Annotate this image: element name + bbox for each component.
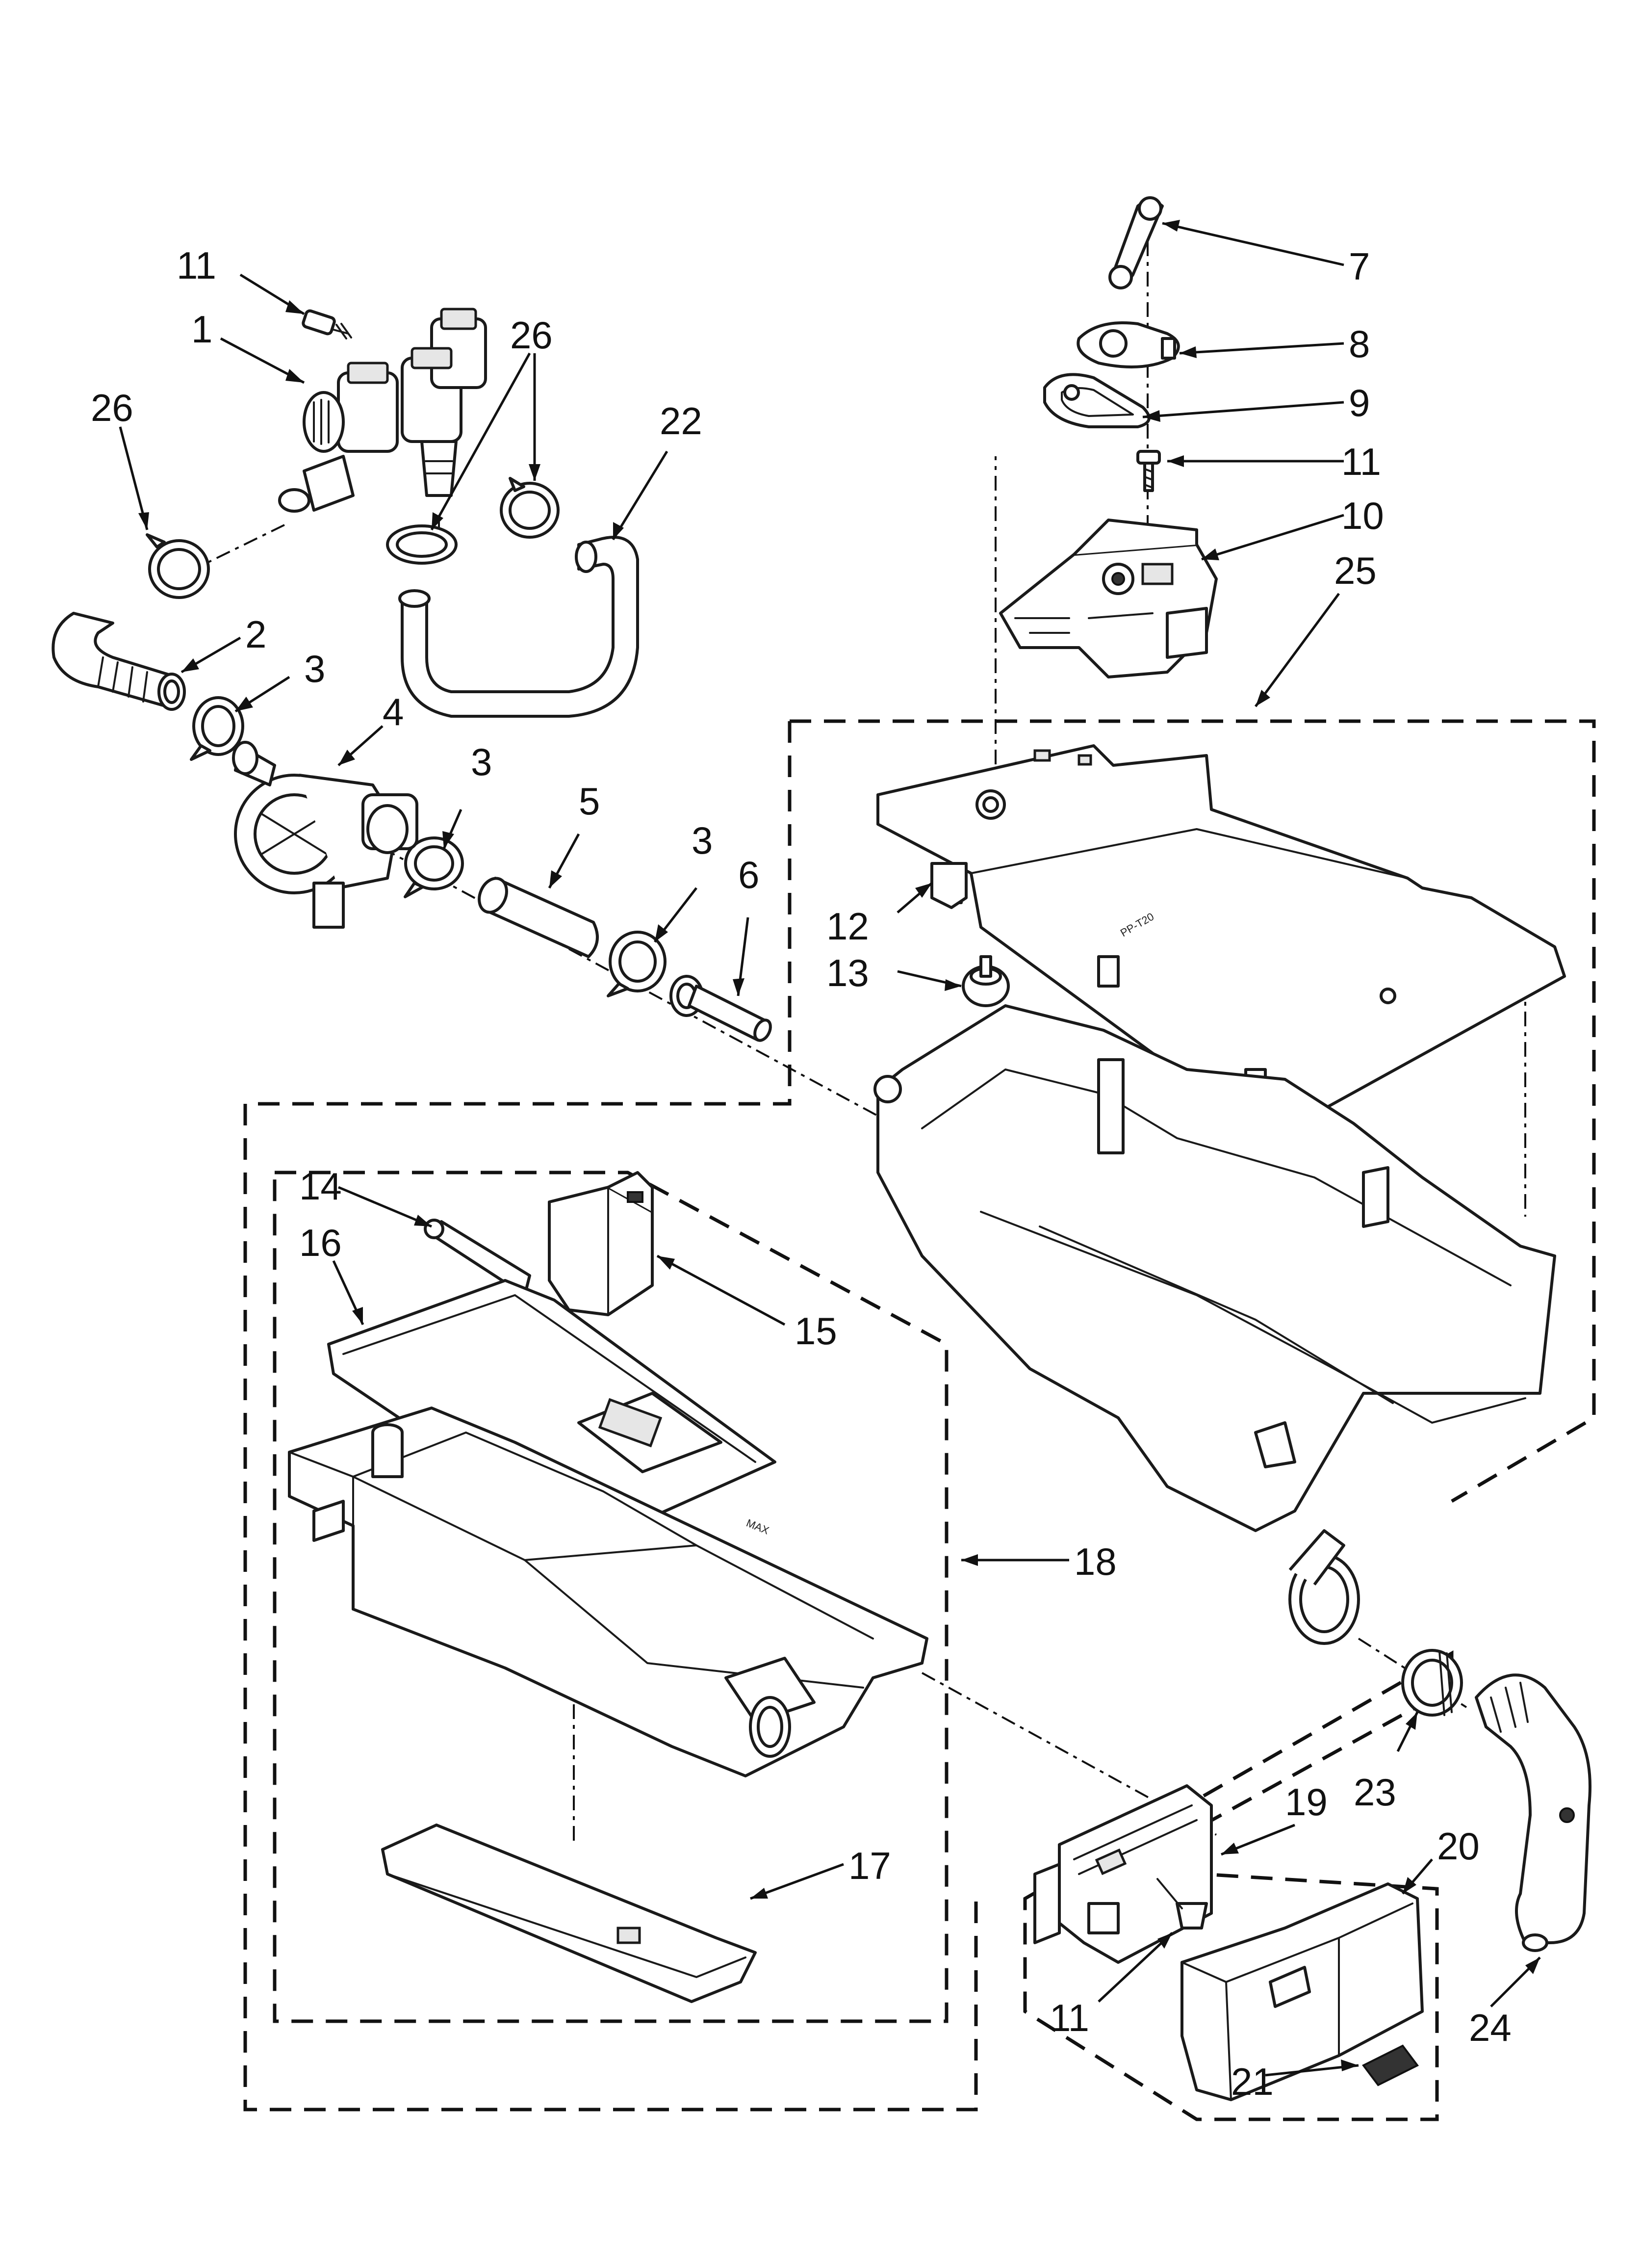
link-arm-7 [1108, 196, 1164, 289]
button-21 [1361, 2044, 1419, 2086]
callout-25: 25 [1334, 549, 1377, 592]
housing-cover [876, 744, 1566, 1110]
tube-5 [478, 877, 599, 958]
callout-22: 22 [660, 399, 702, 443]
gasket-9 [1043, 373, 1151, 428]
callout-4: 4 [383, 690, 404, 733]
callout-3-c: 3 [692, 819, 713, 862]
dispenser-drawer-18: MAX [288, 1392, 928, 1777]
screw-11-right [1136, 450, 1161, 492]
callout-21: 21 [1231, 2060, 1274, 2103]
siphon-cap-15 [548, 1171, 654, 1316]
callout-20: 20 [1437, 1825, 1480, 1868]
screw-11-top [302, 309, 352, 339]
callout-11-right: 11 [1341, 440, 1381, 483]
callout-3-a: 3 [304, 647, 325, 690]
callout-13: 13 [826, 951, 869, 994]
callout-23: 23 [1354, 1771, 1396, 1814]
callout-10: 10 [1341, 494, 1384, 537]
callout-numbers: 11 1 26 26 22 2 3 4 3 5 3 6 7 8 9 11 10 … [91, 244, 1512, 2103]
hose-clamp-3-a [190, 696, 244, 761]
callout-15: 15 [795, 1309, 837, 1353]
dispenser-housing-25: PP-T20 [873, 744, 1566, 1645]
housing-body [876, 1004, 1556, 1532]
hose-clamp-3-c [607, 931, 667, 997]
callout-6: 6 [738, 853, 759, 896]
bracket-19 [1033, 1784, 1213, 1964]
water-valve-1 [278, 308, 487, 513]
cam-plate-8 [1077, 321, 1180, 368]
boundary-19-20 [1023, 1650, 1454, 2121]
callout-26-mid: 26 [510, 313, 553, 357]
hose-22 [398, 536, 639, 718]
callout-16: 16 [299, 1221, 342, 1264]
hose-clamp-26-right [500, 477, 560, 539]
drawer-lid-16 [327, 1279, 776, 1547]
drawer-max-label: MAX [744, 1516, 771, 1537]
boundary-18 [273, 1171, 949, 2023]
vent-hose-24 [1475, 1673, 1591, 1952]
assembly-boundaries [243, 719, 1596, 2121]
knob-13 [962, 955, 1010, 1007]
drawer-trim-17 [381, 1824, 757, 2003]
screw-11-bottom [1156, 1878, 1208, 1929]
callout-5: 5 [579, 780, 600, 823]
hose-clamp-26-left [146, 533, 210, 599]
callout-1: 1 [191, 308, 212, 351]
callout-2: 2 [245, 613, 266, 656]
callout-19: 19 [1285, 1780, 1328, 1824]
callout-24: 24 [1469, 2006, 1512, 2049]
diverter-4 [232, 741, 418, 929]
hose-clamp-26-upper [386, 524, 458, 565]
callout-7: 7 [1349, 245, 1370, 288]
callout-26-left: 26 [91, 386, 133, 429]
callout-11-bottom: 11 [1050, 1996, 1089, 2039]
grommet-23 [1401, 1649, 1463, 1717]
leader-arrowheads [138, 220, 1540, 2071]
callout-3-b: 3 [471, 740, 492, 783]
callout-18: 18 [1074, 1540, 1117, 1583]
callout-11-top: 11 [177, 244, 216, 287]
callout-8: 8 [1349, 322, 1370, 365]
callout-12: 12 [826, 905, 869, 948]
actuator-10 [999, 519, 1218, 678]
hook-12 [930, 862, 968, 909]
callout-14: 14 [299, 1165, 342, 1208]
nozzle-6 [669, 975, 772, 1042]
callout-9: 9 [1349, 381, 1370, 424]
inlet-hose-2 [51, 612, 186, 711]
hose-clamp-3-b [404, 836, 464, 898]
callout-17: 17 [848, 1844, 891, 1887]
cover-20 [1180, 1882, 1424, 2101]
boundary-25 [243, 719, 1596, 2112]
